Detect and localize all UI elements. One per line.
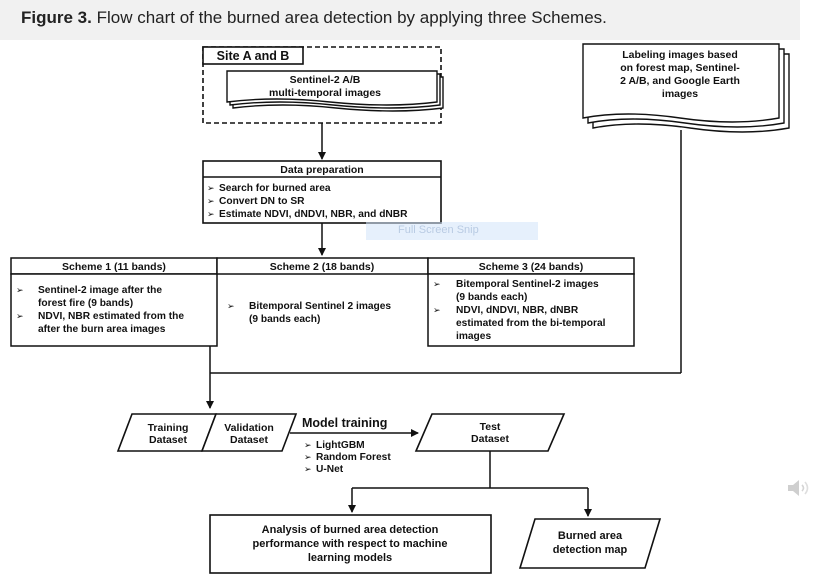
speaker-icon-graphic	[788, 480, 809, 496]
caption-bar: Figure 3. Flow chart of the burned area …	[0, 0, 800, 40]
sentinel-stack: Sentinel-2 A/B multi-temporal images	[226, 70, 444, 112]
figure-label: Figure 3.	[21, 8, 92, 27]
data-prep-bullet-1: ➢	[207, 183, 215, 193]
speaker-icon[interactable]	[786, 476, 812, 500]
scheme-3-bullet-1: ➢	[433, 279, 441, 289]
labeling-line-2: on forest map, Sentinel-	[620, 62, 740, 74]
test-line-2: Dataset	[471, 433, 509, 445]
site-label-box	[202, 46, 304, 65]
site-label: Site A and B	[217, 49, 290, 63]
scheme-2-bullet-1: ➢	[227, 301, 235, 311]
test-line-1: Test	[480, 421, 501, 433]
scheme-1-bullet-1: ➢	[16, 285, 24, 295]
sentinel-line-2: multi-temporal images	[269, 87, 381, 99]
test-dataset-shape	[414, 413, 566, 452]
scheme-3-item-2-line-1: NDVI, dNDVI, NBR, dNBR	[456, 305, 579, 316]
analysis-line-1: Analysis of burned area detection	[262, 524, 439, 536]
model-item-2: Random Forest	[316, 452, 391, 463]
scheme-1-bullet-2: ➢	[16, 311, 24, 321]
scheme-3-item-1-line-1: Bitemporal Sentinel-2 images	[456, 279, 599, 290]
validation-dataset-shape	[200, 413, 298, 452]
speaker-body	[788, 480, 799, 496]
labeling-line-4: images	[662, 88, 698, 100]
scheme-1-item-1-line-2: forest fire (9 bands)	[38, 298, 133, 309]
data-prep-item-3: Estimate NDVI, dNDVI, NBR, and dNBR	[219, 209, 408, 220]
analysis-line-2: performance with respect to machine	[253, 538, 448, 550]
labeling-stack: Labeling images based on forest map, Sen…	[582, 43, 790, 133]
scheme-3-item-1-line-2: (9 bands each)	[456, 292, 527, 303]
scheme-3-body-box	[427, 273, 635, 347]
scheme-3-item-2-line-3: images	[456, 331, 491, 342]
map-output-shape	[518, 518, 662, 569]
speaker-wave-2	[804, 481, 809, 495]
data-prep-title: Data preparation	[280, 164, 363, 176]
sentinel-stack-sheet-1	[226, 70, 438, 106]
scheme-3-item-2-line-2: estimated from the bi-temporal	[456, 318, 606, 329]
labeling-line-3: 2 A/B, and Google Earth	[620, 75, 740, 87]
training-line-1: Training	[148, 422, 189, 434]
analysis-line-3: learning models	[308, 552, 392, 564]
model-item-1: LightGBM	[316, 440, 365, 451]
map-line-2: detection map	[553, 544, 628, 556]
scheme-2-item-1-line-1: Bitemporal Sentinel 2 images	[249, 301, 391, 312]
model-training-title: Model training	[302, 416, 387, 430]
model-bullet-2: ➢	[304, 452, 312, 462]
data-prep-item-1: Search for burned area	[219, 183, 331, 194]
screen-snip-label: Full Screen Snip	[398, 224, 479, 236]
figure-caption: Figure 3. Flow chart of the burned area …	[21, 8, 607, 28]
scheme-3-bullet-2: ➢	[433, 305, 441, 315]
data-prep-bullet-2: ➢	[207, 196, 215, 206]
speaker-wave-1	[801, 484, 805, 492]
labeling-stack-sheet-1	[582, 43, 780, 123]
scheme-2-item-1-line-2: (9 bands each)	[249, 314, 320, 325]
analysis-box	[209, 514, 492, 574]
data-prep-bullet-3: ➢	[207, 209, 215, 219]
data-prep-box	[202, 160, 442, 224]
scheme-2-title: Scheme 2 (18 bands)	[270, 261, 374, 273]
scheme-1-item-1-line-1: Sentinel-2 image after the	[38, 285, 162, 296]
training-line-2: Dataset	[149, 434, 187, 446]
model-bullet-1: ➢	[304, 440, 312, 450]
validation-line-1: Validation	[224, 422, 274, 434]
scheme-1-item-2-line-1: NDVI, NBR estimated from the	[38, 311, 184, 322]
scheme-1-body-box	[10, 273, 218, 347]
labeling-line-1: Labeling images based	[622, 49, 738, 61]
sentinel-line-1: Sentinel-2 A/B	[290, 74, 361, 86]
scheme-3-title: Scheme 3 (24 bands)	[479, 261, 583, 273]
figure-caption-text: Flow chart of the burned area detection …	[96, 8, 607, 27]
validation-line-2: Dataset	[230, 434, 268, 446]
scheme-1-title: Scheme 1 (11 bands)	[62, 261, 166, 273]
scheme-1-item-2-line-2: after the burn area images	[38, 324, 166, 335]
model-item-3: U-Net	[316, 464, 344, 475]
map-line-1: Burned area	[558, 530, 623, 542]
screen-snip-overlay	[366, 222, 538, 240]
model-bullet-3: ➢	[304, 464, 312, 474]
data-prep-item-2: Convert DN to SR	[219, 196, 305, 207]
